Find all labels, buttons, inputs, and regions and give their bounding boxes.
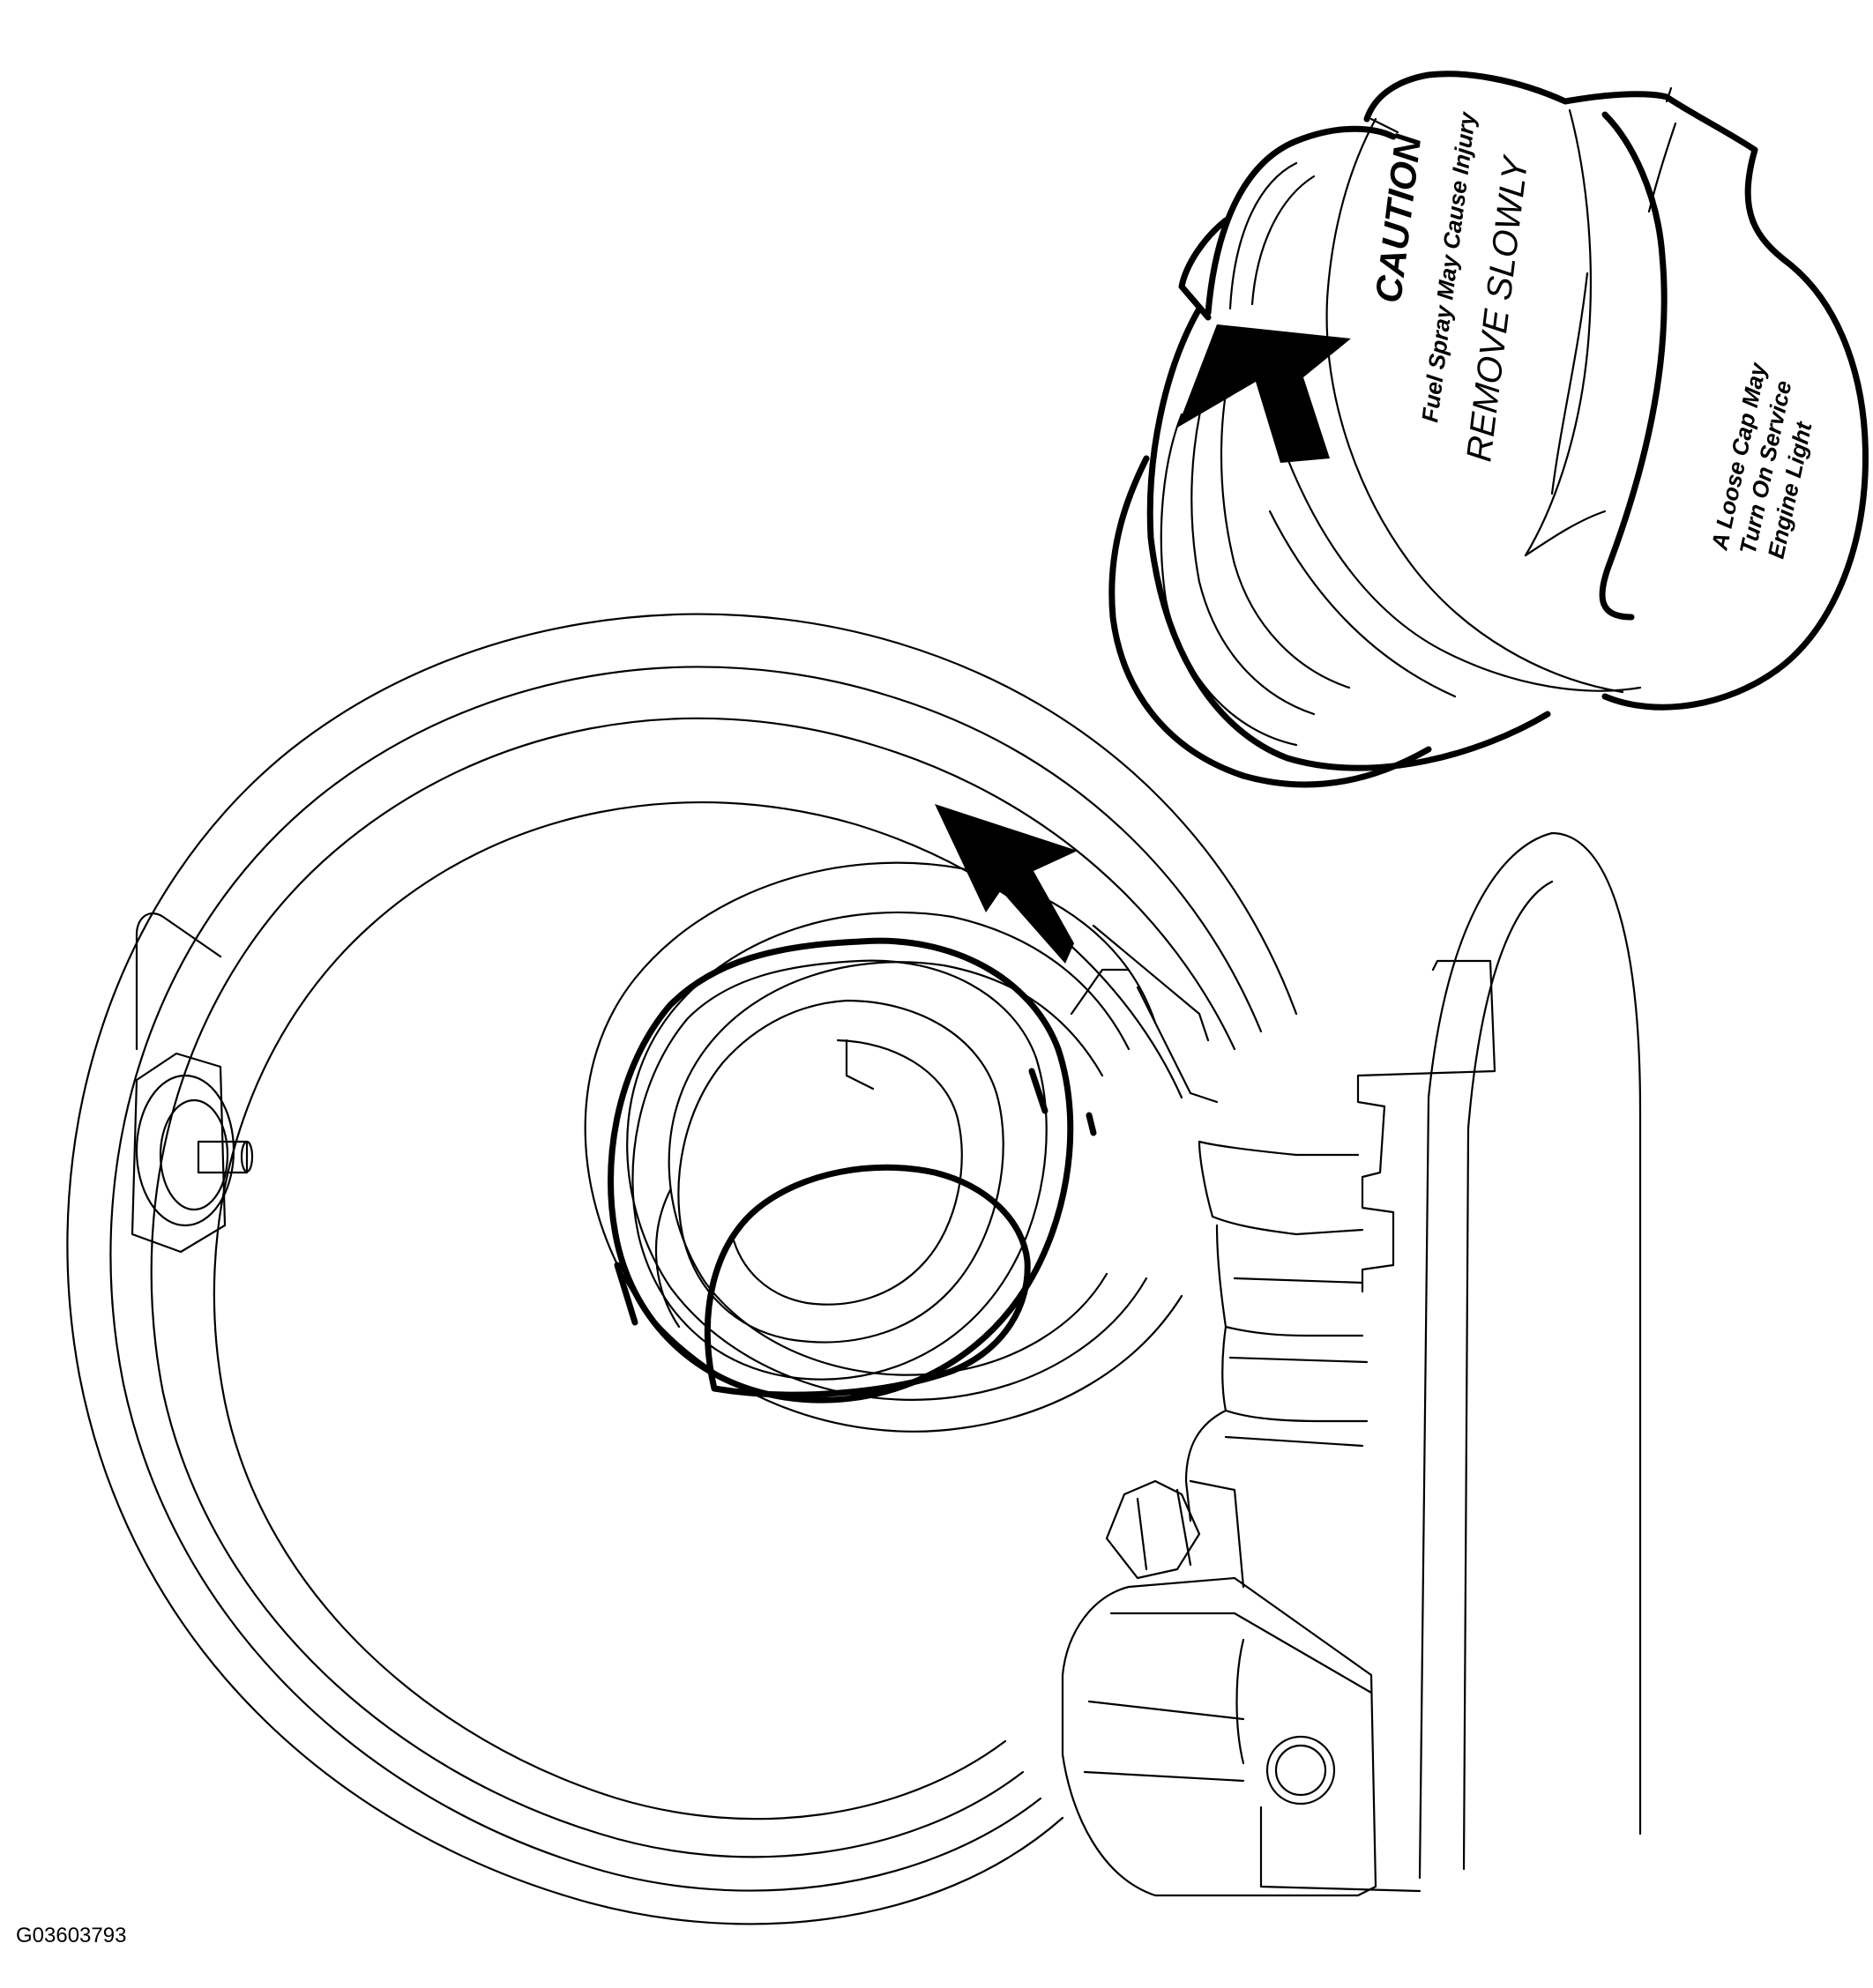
hinge-block: [1061, 1576, 1377, 1897]
figure-id: G03603793: [16, 1924, 127, 1947]
fuel-door-assembly: [1061, 831, 1642, 1897]
cap-face: [1363, 71, 1869, 711]
hinge-bolt: [1105, 1479, 1201, 1580]
remove-slowly-text: REMOVE SLOWLY: [1459, 153, 1535, 465]
fuel-cap: CAUTION Fuel Spray May Cause Injury REMO…: [1108, 71, 1869, 788]
filler-housing: [66, 613, 1298, 1925]
caution-title: CAUTION: [1367, 131, 1429, 305]
fuel-opening: [704, 1164, 1031, 1398]
hinge-arm: [1198, 1140, 1364, 1236]
remove-arrow: [1177, 324, 1351, 463]
housing-ring-3: [150, 717, 1236, 1858]
fuel-door: [1418, 831, 1642, 1880]
housing-lip-notch: [135, 912, 222, 1051]
housing-outer-ring: [66, 613, 1298, 1925]
insert-arrow: [935, 804, 1078, 964]
cap-seal-ring: [1146, 305, 1551, 771]
housing-ring-2: [109, 666, 1263, 1892]
cap-grip-ridge: [1599, 111, 1668, 621]
housing-ring-4: [213, 801, 1183, 1820]
hinge-pin: [131, 1052, 254, 1254]
